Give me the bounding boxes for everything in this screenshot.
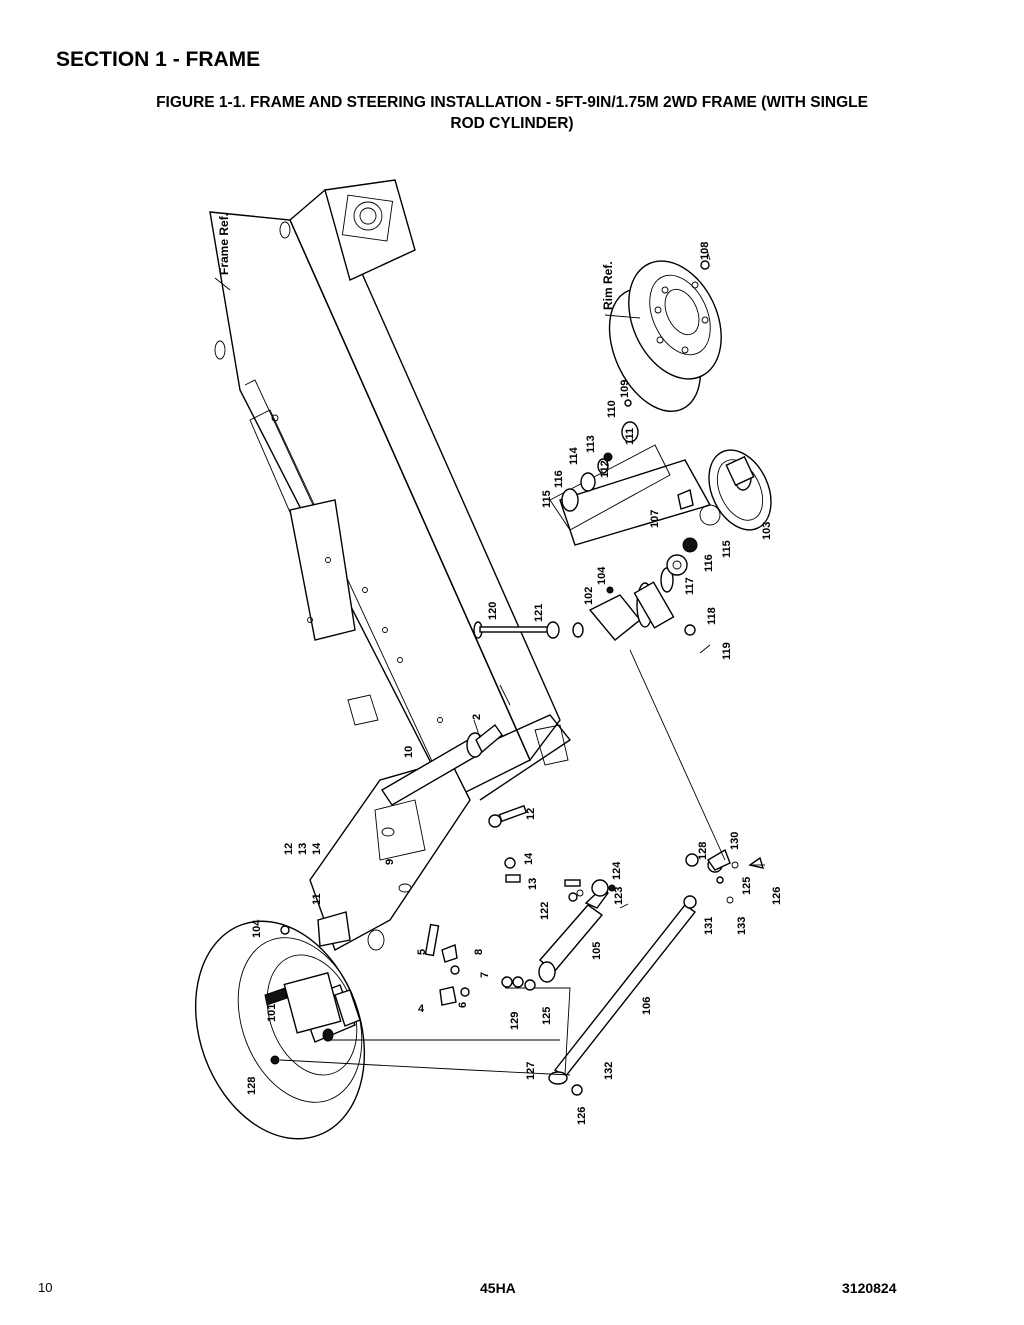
- spindle-assembly: [588, 537, 711, 654]
- callout-112: 112: [599, 460, 611, 478]
- callout-104: 104: [596, 566, 608, 585]
- callout-127: 127: [525, 1062, 537, 1080]
- callout-labels: 108 109 110 111 112 113 114 116 115 107 …: [246, 242, 783, 1125]
- bearing-group: [549, 444, 671, 531]
- model-name: 45HA: [480, 1280, 516, 1296]
- callout-9: 9: [384, 859, 396, 865]
- frame-ref-label: Frame Ref.: [217, 213, 231, 275]
- leader-lines: [214, 249, 711, 739]
- callout-119: 119: [721, 642, 733, 660]
- callout-128b: 128: [697, 842, 709, 860]
- section-title: SECTION 1 - FRAME: [56, 48, 261, 71]
- callout-8: 8: [473, 949, 485, 955]
- callout-7: 7: [479, 972, 491, 978]
- callout-12b: 12: [283, 843, 295, 855]
- callout-133: 133: [736, 917, 748, 935]
- callout-113: 113: [585, 435, 597, 453]
- callout-107: 107: [649, 510, 661, 528]
- callout-10: 10: [403, 746, 415, 758]
- callout-108: 108: [699, 242, 711, 260]
- callout-6: 6: [457, 1002, 469, 1008]
- callout-103: 103: [761, 522, 773, 540]
- callout-122: 122: [539, 902, 551, 920]
- document-number: 3120824: [842, 1280, 897, 1296]
- callout-123: 123: [613, 887, 625, 905]
- callout-110: 110: [606, 400, 618, 418]
- callout-101: 101: [266, 1004, 278, 1022]
- callout-12: 12: [525, 808, 537, 820]
- callout-116: 116: [553, 470, 565, 488]
- callout-102: 102: [583, 587, 595, 605]
- callout-129: 129: [509, 1012, 521, 1030]
- callout-106: 106: [641, 997, 653, 1015]
- callout-11: 11: [311, 893, 323, 905]
- steer-cylinder-105: [505, 879, 609, 1076]
- callout-105: 105: [591, 942, 603, 960]
- callout-104b: 104: [251, 919, 263, 938]
- callout-115b: 115: [721, 540, 733, 558]
- callout-126b: 126: [771, 887, 783, 905]
- callout-126: 126: [576, 1107, 588, 1125]
- callout-125b: 125: [741, 877, 753, 895]
- callout-128: 128: [246, 1077, 258, 1095]
- callout-109: 109: [619, 380, 631, 398]
- page-number: 10: [38, 1280, 53, 1295]
- callout-13b: 13: [297, 843, 309, 855]
- callout-131: 131: [703, 917, 715, 935]
- wheel-assembly: [194, 911, 571, 1140]
- callout-124: 124: [611, 861, 623, 880]
- callout-116b: 116: [703, 554, 715, 572]
- hub-assembly: [559, 449, 772, 546]
- rim-ref-label: Rim Ref.: [601, 261, 615, 310]
- callout-111: 111: [624, 428, 636, 445]
- callout-4: 4: [418, 1003, 425, 1015]
- callout-114: 114: [568, 446, 580, 465]
- callout-118: 118: [706, 607, 718, 625]
- callout-2: 2: [471, 714, 483, 720]
- callout-115: 115: [541, 490, 553, 508]
- callout-130: 130: [729, 832, 741, 850]
- callout-13: 13: [527, 878, 539, 890]
- small-hardware: [424, 879, 629, 1006]
- callout-121: 121: [533, 604, 545, 622]
- figure-title: FIGURE 1-1. FRAME AND STEERING INSTALLAT…: [60, 92, 964, 134]
- callout-14b: 14: [311, 842, 323, 855]
- figure-title-line-1: FIGURE 1-1. FRAME AND STEERING INSTALLAT…: [156, 94, 868, 111]
- callout-132: 132: [603, 1062, 615, 1080]
- callout-125: 125: [541, 1007, 553, 1025]
- king-pin: [473, 621, 584, 639]
- tie-rod-end-hardware: [629, 649, 765, 904]
- tie-rod: [548, 848, 731, 1096]
- rim: [608, 260, 722, 443]
- callout-117: 117: [684, 577, 696, 595]
- exploded-parts-diagram: Frame Ref. Rim Ref. 108 109 110 111 112 …: [194, 179, 783, 1140]
- callout-120: 120: [487, 602, 499, 620]
- figure-title-line-2: ROD CYLINDER): [450, 115, 574, 132]
- callout-5: 5: [416, 949, 428, 955]
- steering-cylinder: [381, 723, 503, 806]
- pin-set-12: [488, 804, 528, 883]
- callout-14: 14: [523, 852, 535, 865]
- frame-drawing: [209, 179, 572, 952]
